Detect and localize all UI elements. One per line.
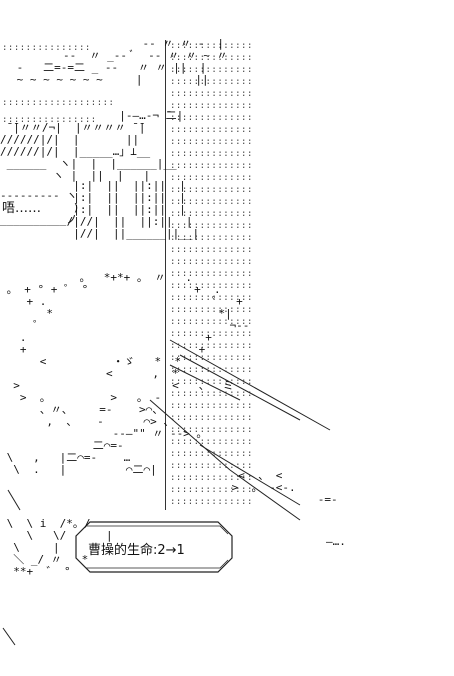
dot-column-left-1: ::::::::::::::: bbox=[2, 43, 91, 53]
speech-bubble-right-text: 曹操的生命:2→1 bbox=[88, 543, 185, 558]
lower-left-debris: \ \ i /*。/ \ \/ | \ | ＼ _/ 〃 * **+ ゛ ° bbox=[6, 517, 113, 578]
dot-column-left-2: ::::::::::::::::::: bbox=[2, 98, 115, 108]
speech-bubble-left-frame: --------- ヽ ) __________ノ bbox=[0, 189, 80, 226]
wall-structure: |-—…-¬ ̄二| ̄ ̄|〃〃/¬| |〃〃〃〃 ̄ ̄| //////|/… bbox=[0, 109, 184, 182]
dot-column-left-3: :::::::::::::::: bbox=[2, 115, 97, 125]
rain-strokes-right: < 、 < > 。 -<-. -=- bbox=[231, 469, 338, 506]
vertical-divider bbox=[165, 40, 166, 510]
speech-bubble-left-text: 唔…… bbox=[2, 201, 42, 216]
sparkle-ring: 。 *+*+ 。 〃 . 。 + ° + ゜ ° + . + . ゜ + * *… bbox=[6, 271, 250, 476]
right-tail: —…. bbox=[326, 535, 346, 548]
pillars: |:| || ||:|| | |:| || ||:|| | |:| || ||:… bbox=[66, 179, 200, 240]
rain-strokes-top: -- 〃 〃 - | -- 〃 _-- ﾞ -- 〃 〃 ~ 〃 - 二=-=二… bbox=[16, 37, 228, 86]
